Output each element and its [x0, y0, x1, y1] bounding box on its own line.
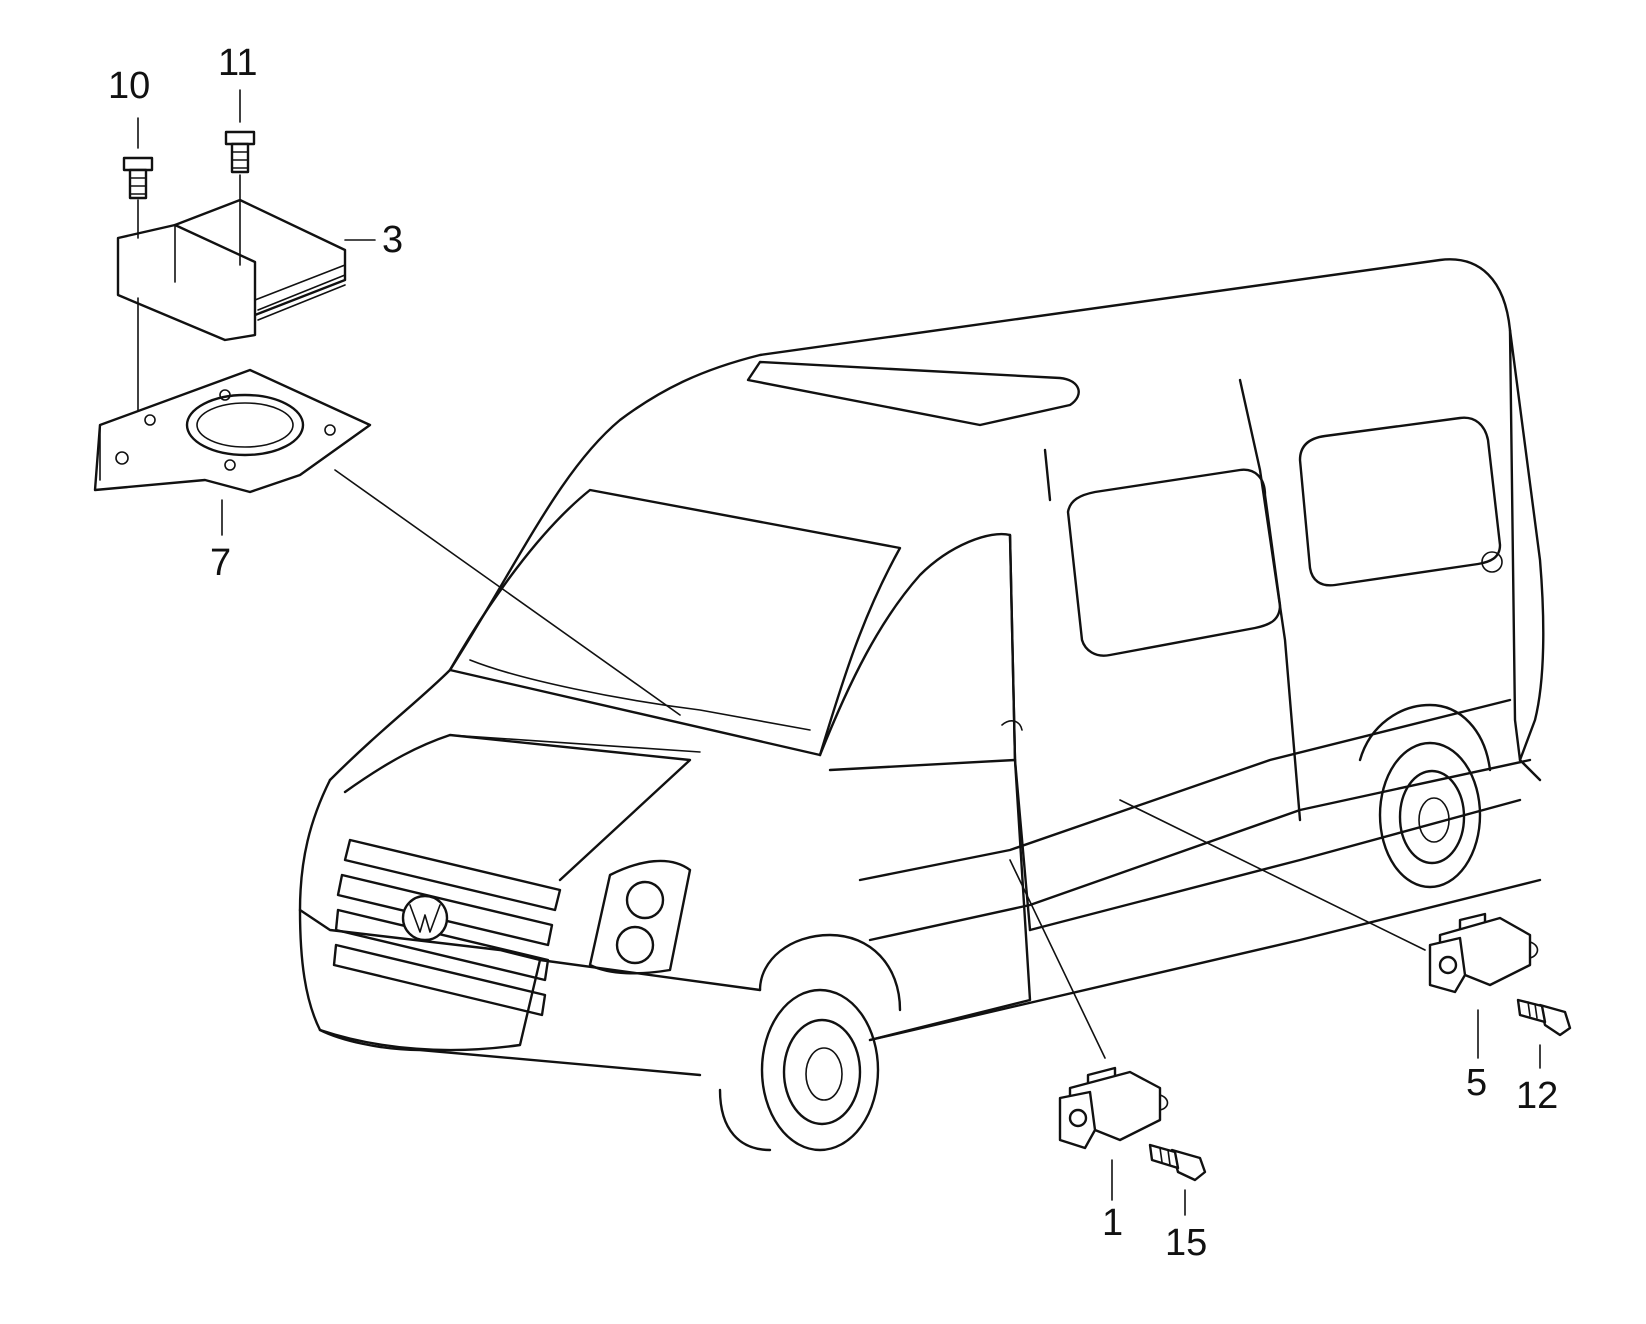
callout-15: 15	[1165, 1222, 1207, 1264]
crash-sensor-icon	[1428, 912, 1539, 1059]
callout-3: 3	[382, 219, 403, 261]
mounting-bracket-icon	[93, 368, 372, 536]
callout-1: 1	[1102, 1202, 1123, 1244]
callout-5: 5	[1466, 1062, 1487, 1104]
bolt-icon	[122, 117, 154, 200]
leader-lines	[334, 469, 1426, 1059]
callout-labels: 10 11 3 7 1 15 5 12	[108, 42, 1558, 1264]
airbag-control-unit-icon	[116, 174, 376, 411]
callout-12: 12	[1516, 1075, 1558, 1117]
callout-11: 11	[218, 42, 257, 84]
callout-10: 10	[108, 65, 150, 107]
callout-7: 7	[210, 542, 231, 584]
crash-sensor-icon	[1058, 1066, 1169, 1201]
bolt-icon	[224, 89, 256, 174]
bolt-icon	[1516, 998, 1572, 1069]
van-icon	[298, 258, 1545, 1152]
bolt-icon	[1148, 1143, 1207, 1216]
